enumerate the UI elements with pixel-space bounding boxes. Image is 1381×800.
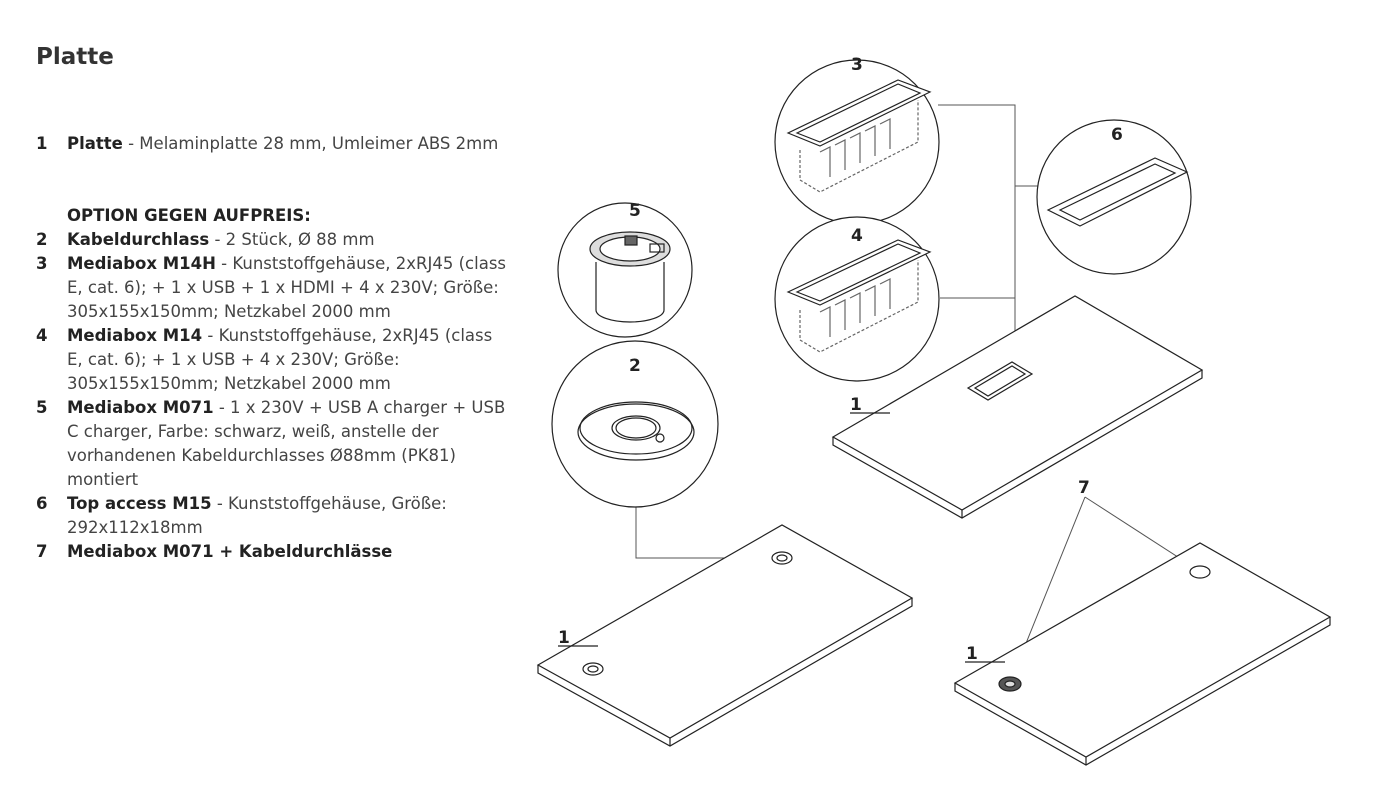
detail-top-access-m15: 6	[1036, 119, 1192, 275]
item-text: Platte - Melaminplatte 28 mm, Umleimer A…	[67, 132, 498, 156]
plate-label: 1	[850, 395, 862, 415]
item-name: Top access M15	[67, 494, 212, 513]
item-text: Mediabox M071 + Kabeldurchlässe	[67, 540, 392, 564]
item-number: 6	[36, 494, 48, 513]
legend-item-1: 1 Platte - Melaminplatte 28 mm, Umleimer…	[36, 132, 506, 156]
legend-item-7: 7 Mediabox M071 + Kabeldurchlässe	[36, 540, 506, 564]
plate-cable-grommets: 1	[536, 524, 914, 747]
item-number: 2	[36, 230, 48, 249]
detail-mediabox-m071: 5	[557, 201, 693, 338]
plate-label: 1	[558, 628, 570, 648]
item-number: 3	[36, 254, 48, 273]
plate-mediabox-grommet: 1 7	[953, 478, 1332, 766]
callout-label-4: 4	[851, 226, 863, 246]
plate-top-access: 1	[831, 295, 1204, 519]
item-number: 4	[36, 326, 48, 345]
item-name: Mediabox M071 + Kabeldurchlässe	[67, 542, 393, 561]
legend-item-4: 4 Mediabox M14 - Kunststoffgehäuse, 2xRJ…	[36, 324, 506, 396]
item-desc: - Kunststoffgehäuse, 2xRJ45 (class E, ca…	[67, 326, 493, 393]
detail-cable-grommet: 2	[551, 340, 719, 508]
item-desc: - 2 Stück, Ø 88 mm	[209, 230, 375, 249]
legend-item-6: 6 Top access M15 - Kunststoffgehäuse, Gr…	[36, 492, 506, 540]
item-name: Platte	[67, 134, 123, 153]
item-number: 7	[36, 542, 48, 561]
callout-label-5: 5	[629, 201, 641, 221]
detail-mediabox-m14: 4	[774, 216, 940, 382]
callout-label-7: 7	[1078, 478, 1090, 498]
item-desc: - Melaminplatte 28 mm, Umleimer ABS 2mm	[122, 134, 499, 153]
legend-item-3: 3 Mediabox M14H - Kunststoffgehäuse, 2xR…	[36, 252, 506, 324]
callout-label-3: 3	[851, 55, 863, 75]
item-text: Mediabox M14H - Kunststoffgehäuse, 2xRJ4…	[67, 252, 506, 324]
item-text: Top access M15 - Kunststoffgehäuse, Größ…	[67, 492, 506, 540]
item-name: Kabeldurchlass	[67, 230, 210, 249]
item-name: Mediabox M071	[67, 398, 214, 417]
item-text: Mediabox M071 - 1 x 230V + USB A charger…	[67, 396, 506, 492]
item-name: Mediabox M14	[67, 326, 203, 345]
item-desc: - Kunststoffgehäuse, 2xRJ45 (class E, ca…	[67, 254, 507, 321]
item-number: 1	[36, 134, 48, 153]
item-name: Mediabox M14H	[67, 254, 216, 273]
item-desc: - 1 x 230V + USB A charger + USB C charg…	[67, 398, 506, 489]
legend-item-2: 2 Kabeldurchlass - 2 Stück, Ø 88 mm	[36, 228, 506, 252]
legend-item-5: 5 Mediabox M071 - 1 x 230V + USB A charg…	[36, 396, 506, 492]
item-number: 5	[36, 398, 48, 417]
item-text: Mediabox M14 - Kunststoffgehäuse, 2xRJ45…	[67, 324, 506, 396]
parts-legend: 1 Platte - Melaminplatte 28 mm, Umleimer…	[36, 132, 506, 564]
detail-mediabox-m14h: 3	[774, 55, 940, 225]
callout-label-2: 2	[629, 356, 641, 376]
plate-label: 1	[966, 644, 978, 664]
option-heading: OPTION GEGEN AUFPREIS:	[67, 206, 311, 225]
item-text: Kabeldurchlass - 2 Stück, Ø 88 mm	[67, 228, 375, 252]
callout-label-6: 6	[1111, 125, 1123, 145]
item-desc: - Kunststoffgehäuse, Größe: 292x112x18mm	[67, 494, 447, 537]
page-title: Platte	[36, 44, 114, 70]
